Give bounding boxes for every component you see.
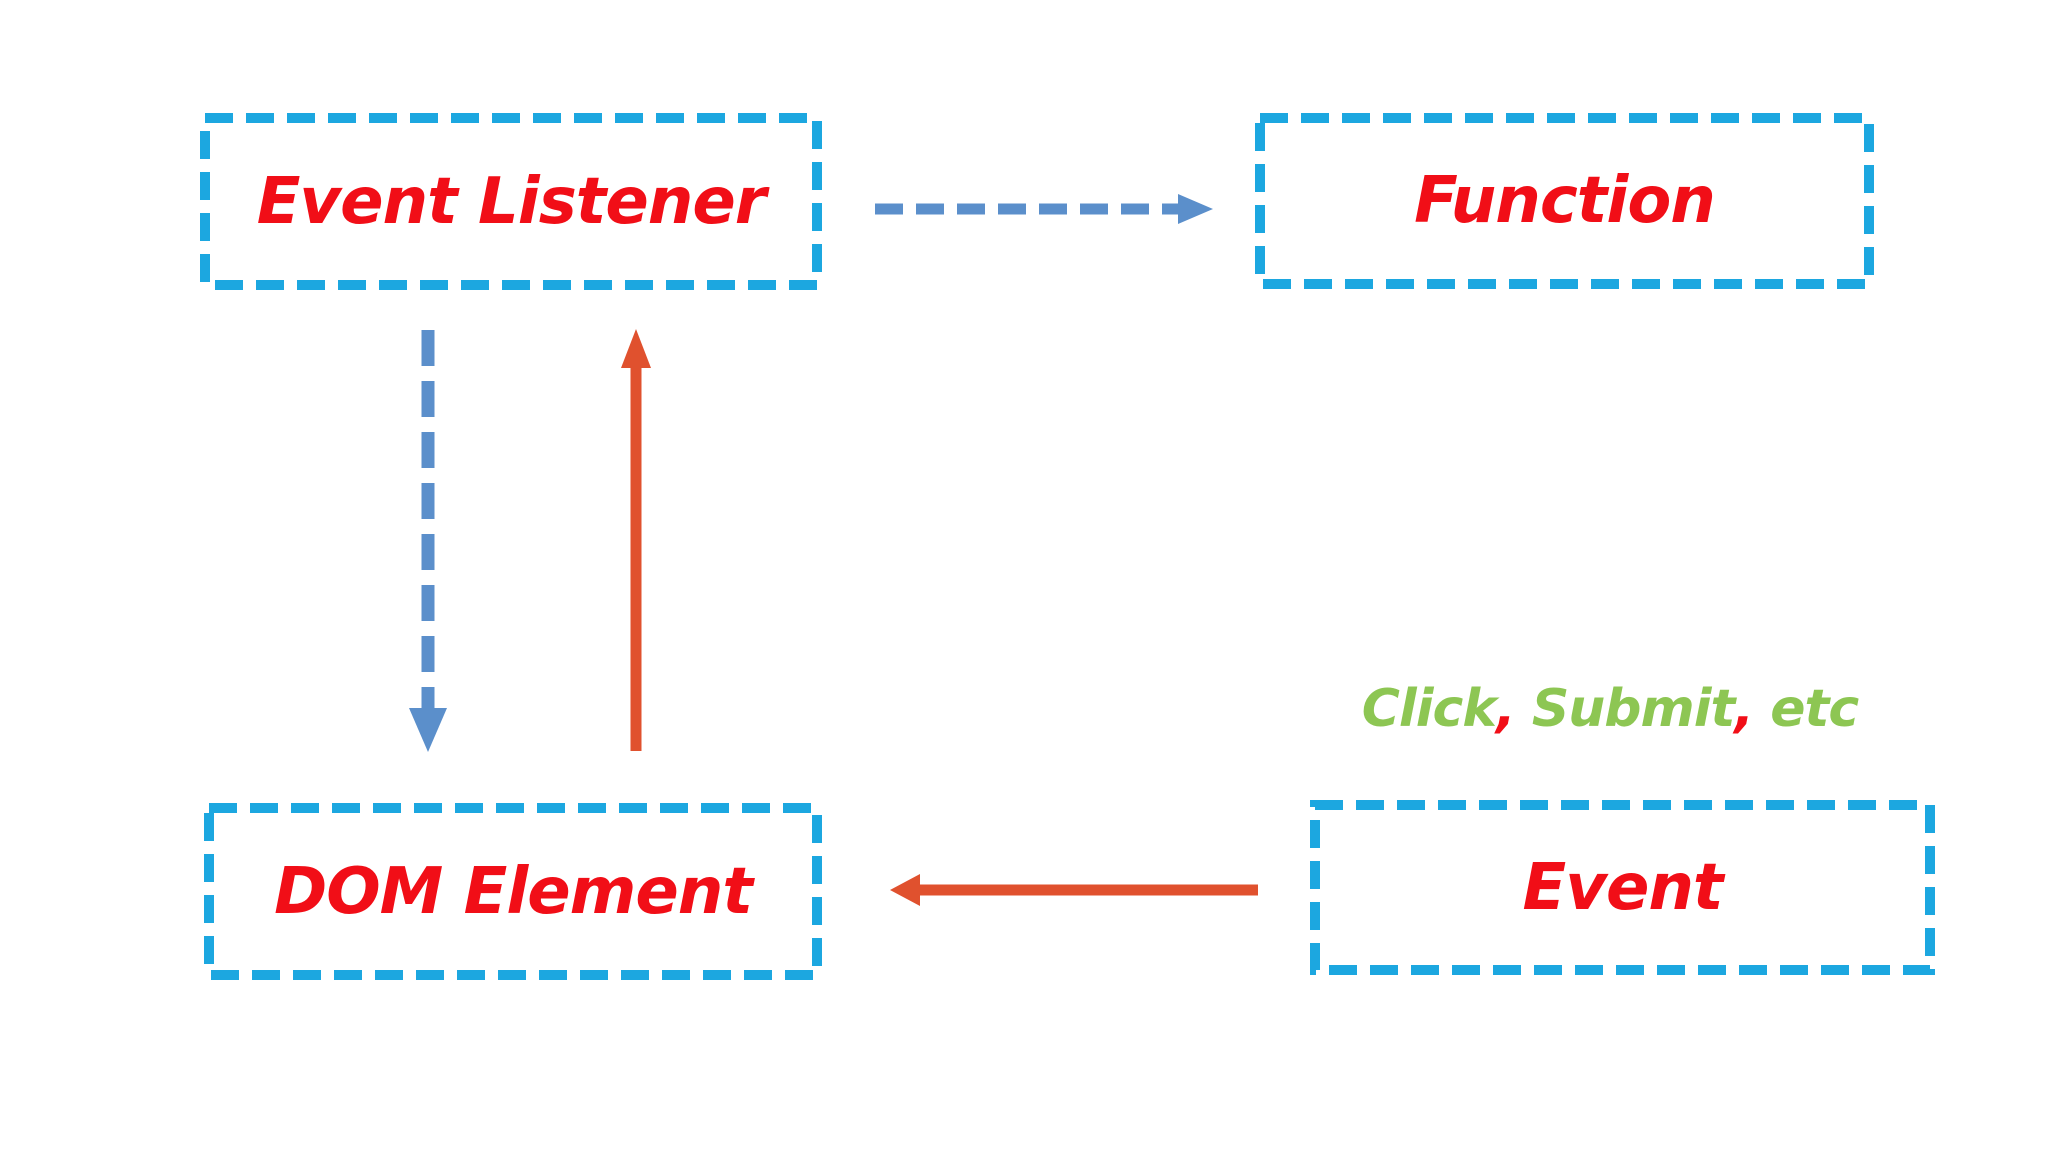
node-event-listener-label: Event Listener [256,164,767,239]
arrow-listener-to-function [875,194,1213,224]
arrow-listener-to-dom [409,330,447,752]
node-event: Event [1310,800,1935,975]
arrow-dom-to-listener [621,329,651,751]
node-dom-element: DOM Element [204,803,822,980]
node-border [1310,800,1935,975]
node-border [200,113,822,290]
caption-segment: Click [1361,679,1497,739]
node-border [204,803,822,980]
node-function: Function [1255,113,1874,289]
caption-segment: Submit [1514,679,1736,739]
event-types-caption: Click, Submit, etc [1330,668,1890,750]
node-border [1255,113,1874,289]
node-function-label: Function [1414,164,1716,238]
caption-segment: etc [1753,679,1859,739]
caption-comma: , [1734,679,1754,739]
caption-comma: , [1495,679,1516,739]
node-event-listener: Event Listener [200,113,822,290]
node-event-label: Event [1522,850,1724,925]
node-dom-element-label: DOM Element [274,854,753,929]
arrow-event-to-dom [890,874,1258,906]
